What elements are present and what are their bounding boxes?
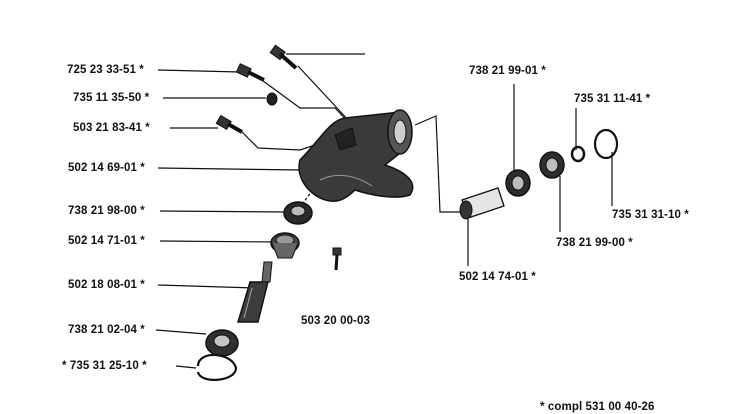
bearing-icon <box>505 169 531 197</box>
footnote: * compl 531 00 40-26 <box>540 401 655 413</box>
screw-icon <box>332 247 342 271</box>
part-number-label: 502 14 69-01 * <box>68 162 145 174</box>
part-number-label: 503 20 00-03 <box>301 315 370 327</box>
part-number-label: 735 31 11-41 * <box>574 93 651 105</box>
washer-icon <box>570 145 586 163</box>
part-number-label: 735 31 31-10 * <box>612 209 689 221</box>
part-number-label: 725 23 33-51 * <box>67 64 144 76</box>
leader-line <box>159 240 277 243</box>
gear-housing-icon <box>298 109 414 202</box>
snap-ring-icon <box>196 353 238 381</box>
part-number-label: 738 21 99-01 * <box>469 65 546 77</box>
leader-line <box>157 167 301 171</box>
bolt-icon <box>235 63 265 82</box>
leader-line <box>254 74 353 127</box>
spindle-icon <box>459 187 505 220</box>
snap-ring-icon <box>593 128 619 160</box>
leader-line <box>159 210 291 213</box>
part-number-label: 502 14 74-01 * <box>459 271 536 283</box>
part-number-label: 503 21 83-41 * <box>73 122 150 134</box>
shaft-icon <box>237 261 273 323</box>
leader-line <box>414 115 460 213</box>
part-number-label: 735 11 35-50 * <box>73 92 150 104</box>
leader-line <box>297 65 351 123</box>
bearing-icon <box>283 201 313 225</box>
bearing-icon <box>205 329 239 357</box>
bolt-icon <box>215 114 243 134</box>
part-number-label: 738 21 02-04 * <box>68 324 145 336</box>
bearing-icon <box>539 151 565 179</box>
shaft-axis <box>289 177 323 221</box>
bolt-icon <box>269 44 298 70</box>
washer-icon <box>266 92 278 106</box>
part-number-label: 738 21 98-00 * <box>68 205 145 217</box>
part-number-label: * 735 31 25-10 * <box>62 360 147 372</box>
leader-line <box>157 284 257 289</box>
part-number-label: 502 18 08-01 * <box>68 279 145 291</box>
part-number-label: 738 21 99-00 * <box>556 237 633 249</box>
leader-line <box>155 329 207 335</box>
leader-line <box>175 365 197 369</box>
part-number-label: 502 14 71-01 * <box>68 235 145 247</box>
leader-line <box>157 69 241 73</box>
pinion-gear-icon <box>270 232 300 259</box>
